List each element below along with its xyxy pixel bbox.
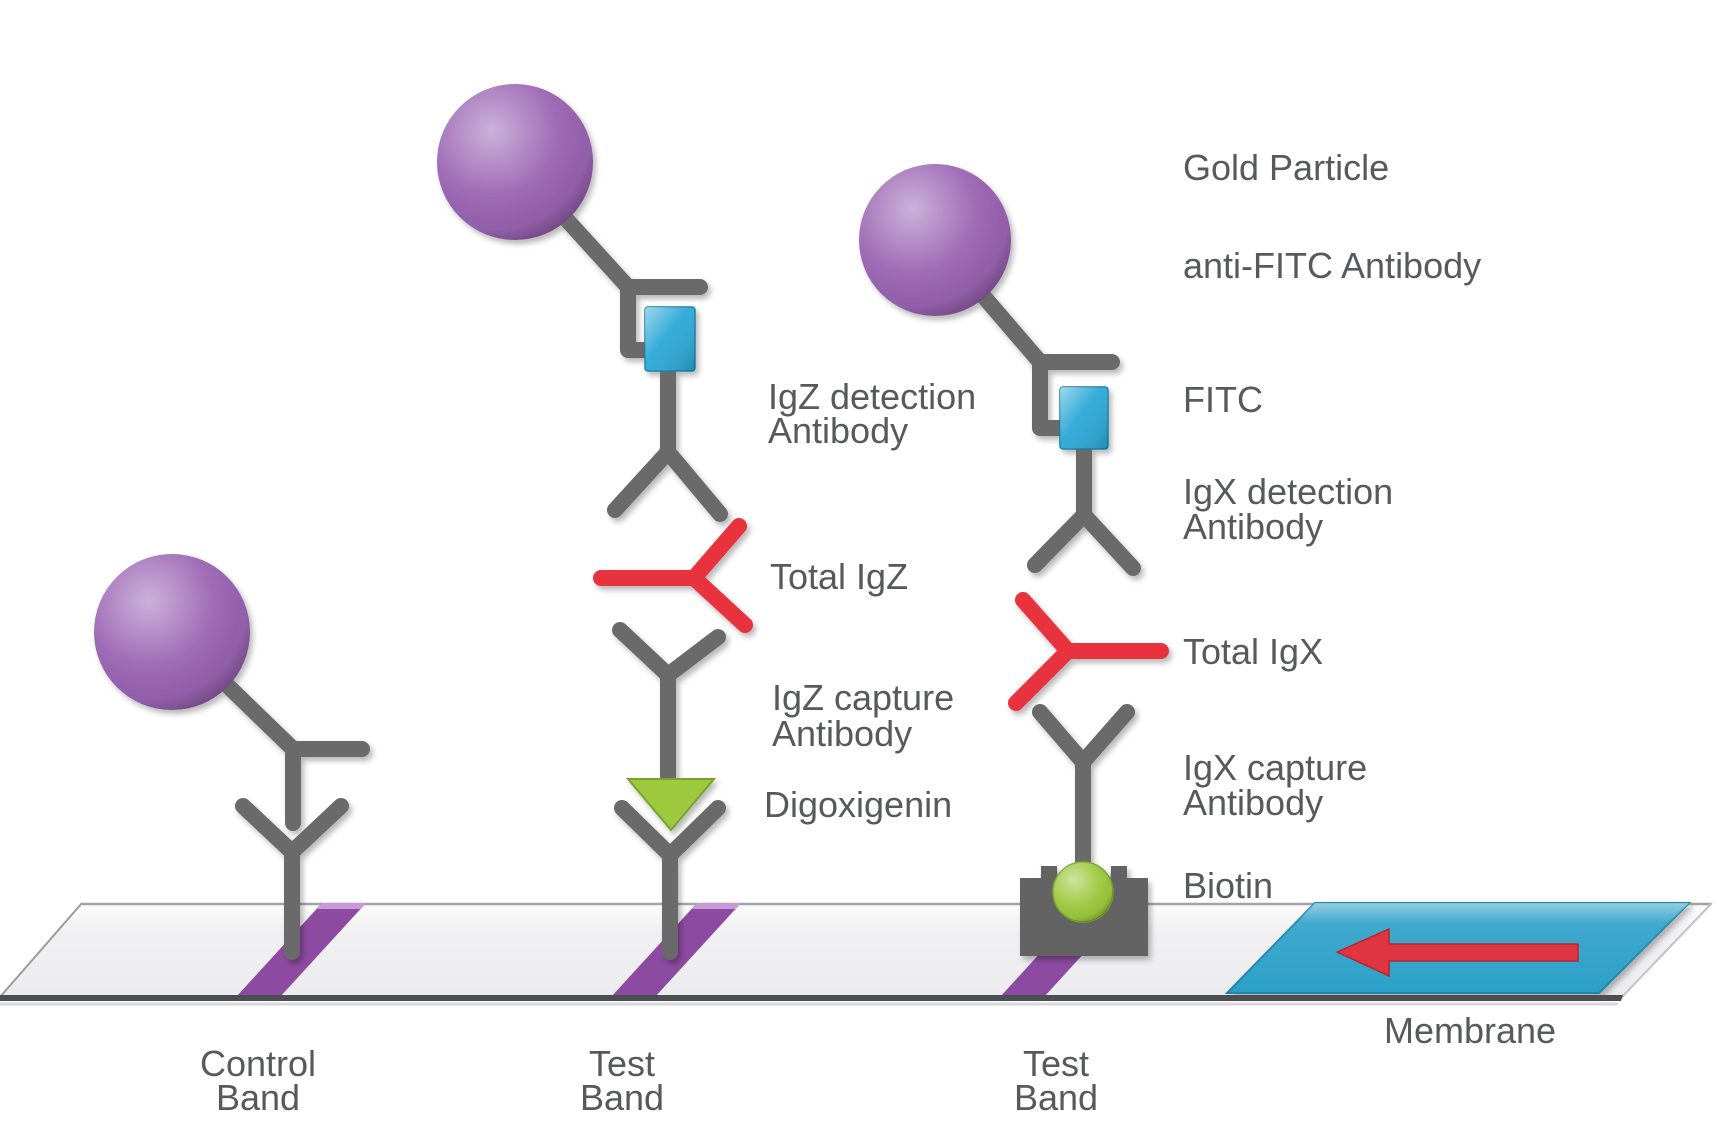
anti-digoxigenin-antibody — [614, 800, 726, 960]
control-capture-antibody — [235, 798, 349, 960]
control-band-highlight — [317, 903, 366, 909]
gold-particle-control-shine — [94, 554, 250, 710]
gold-particle-igz-shine — [437, 84, 593, 240]
streptavidin-cup — [1020, 866, 1148, 956]
label-igz-capture-line1: IgZ capture — [772, 677, 954, 718]
label-igz-capture-line2: Antibody — [772, 713, 912, 754]
fitc-square-igx-bevel — [1060, 387, 1108, 449]
total-igx-antibody-group — [1008, 592, 1169, 711]
gold-particle-igx-shine — [859, 164, 1011, 316]
control-band — [236, 903, 366, 997]
total-igz-antibody — [593, 518, 753, 633]
label-test-band-igx-line2: Band — [1014, 1077, 1098, 1118]
labels-group: Gold Particle anti-FITC Antibody FITC Ig… — [200, 147, 1556, 1118]
fitc-square-igx-group — [1059, 386, 1109, 450]
total-igz-antibody-group — [593, 518, 753, 633]
igx-complex — [859, 164, 1169, 956]
label-gold-particle: Gold Particle — [1183, 147, 1389, 188]
sample-pad-group — [1224, 902, 1692, 994]
label-membrane: Membrane — [1384, 1010, 1556, 1051]
control-gray-antibodies — [220, 678, 370, 960]
label-control-band-line2: Band — [216, 1077, 300, 1118]
label-igx-capture-line1: IgX capture — [1183, 747, 1367, 788]
flow-arrow — [1335, 927, 1579, 978]
label-igx-detection-line2: Antibody — [1183, 506, 1323, 547]
igx-capture-antibody — [1032, 704, 1135, 870]
igz-complex — [437, 84, 753, 960]
fitc-square-igz-bevel — [645, 307, 695, 371]
label-igx-detection-line1: IgX detection — [1183, 471, 1393, 512]
test-band-igz-highlight — [692, 903, 741, 909]
label-total-igz: Total IgZ — [770, 556, 908, 597]
anti-fitc-antibody-control — [220, 678, 370, 831]
igx-gray-antibodies — [977, 290, 1141, 870]
anti-fitc-antibody-igx — [977, 290, 1120, 436]
label-igz-detection-line2: Antibody — [768, 410, 908, 451]
igz-capture-antibody — [612, 622, 726, 784]
label-digoxigenin: Digoxigenin — [764, 784, 952, 825]
fitc-square-igz-group — [644, 306, 696, 372]
igz-gray-antibodies — [559, 212, 728, 960]
label-control-band-line1: Control — [200, 1043, 316, 1084]
strip-bottom-edge — [0, 995, 1623, 1001]
label-igz-detection-line1: IgZ detection — [768, 376, 976, 417]
label-test-band-igz-line1: Test — [589, 1043, 655, 1084]
anti-fitc-antibody-igz — [559, 212, 708, 358]
label-fitc: FITC — [1183, 379, 1263, 420]
label-test-band-igz-line2: Band — [580, 1077, 664, 1118]
strip-right-edge — [1621, 902, 1713, 998]
label-total-igx: Total IgX — [1183, 631, 1323, 672]
biotin-ball-shine — [1053, 862, 1113, 922]
label-biotin: Biotin — [1183, 865, 1273, 906]
digoxigenin-triangle — [625, 778, 717, 832]
total-igx-antibody — [1008, 592, 1169, 711]
label-igx-capture-line2: Antibody — [1183, 782, 1323, 823]
label-anti-fitc-antibody: anti-FITC Antibody — [1183, 245, 1481, 286]
control-complex — [94, 554, 370, 960]
label-test-band-igx-line1: Test — [1023, 1043, 1089, 1084]
strip-left-edge — [0, 902, 83, 998]
igz-detection-antibody — [607, 364, 728, 522]
igx-detection-antibody — [1027, 441, 1141, 576]
